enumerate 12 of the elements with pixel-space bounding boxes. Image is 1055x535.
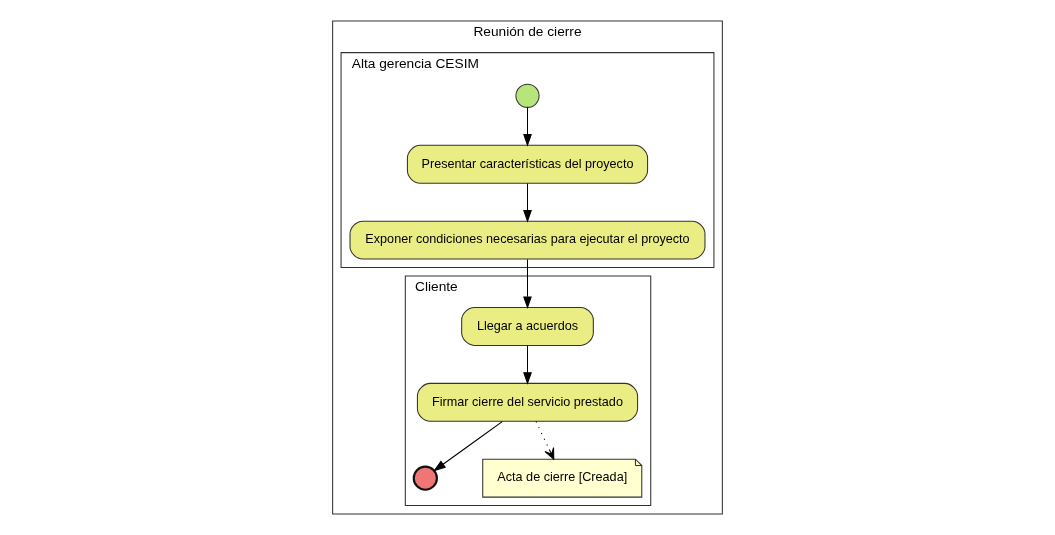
arrow	[523, 258, 532, 310]
node-circle	[412, 465, 438, 491]
arrow	[523, 345, 532, 385]
arrow	[433, 421, 503, 472]
arrow	[523, 107, 532, 147]
node-box: Firmar cierre del servicio prestado	[416, 382, 639, 422]
node-box: Llegar a acuerdos	[461, 307, 594, 346]
node-box: Presentar características del proyecto	[406, 144, 649, 184]
arrow	[535, 421, 555, 460]
node-box: Exponer condiciones necesarias para ejecutar el proyecto	[349, 220, 706, 260]
node-circle	[515, 83, 540, 108]
arrow	[523, 183, 532, 223]
